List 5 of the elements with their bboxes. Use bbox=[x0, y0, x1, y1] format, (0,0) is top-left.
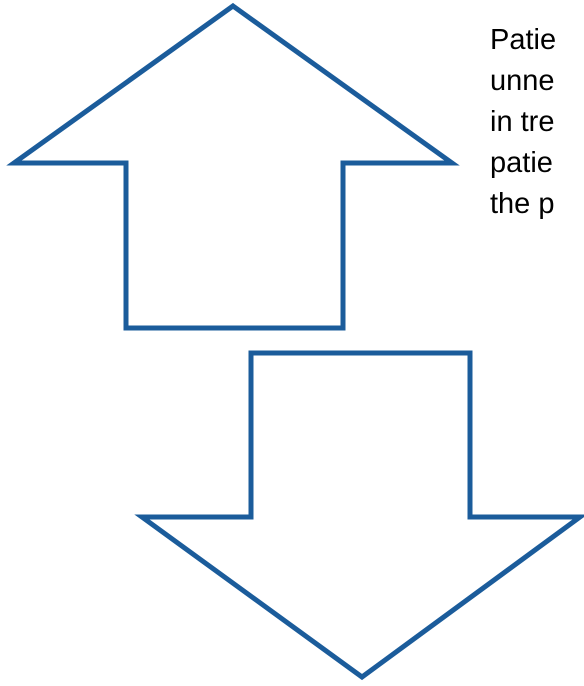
text-line: in tre bbox=[490, 105, 554, 139]
text-line: unne bbox=[490, 64, 555, 98]
text-line: patie bbox=[490, 146, 553, 180]
text-line: the p bbox=[490, 187, 554, 221]
text-line: Patie bbox=[490, 23, 556, 57]
